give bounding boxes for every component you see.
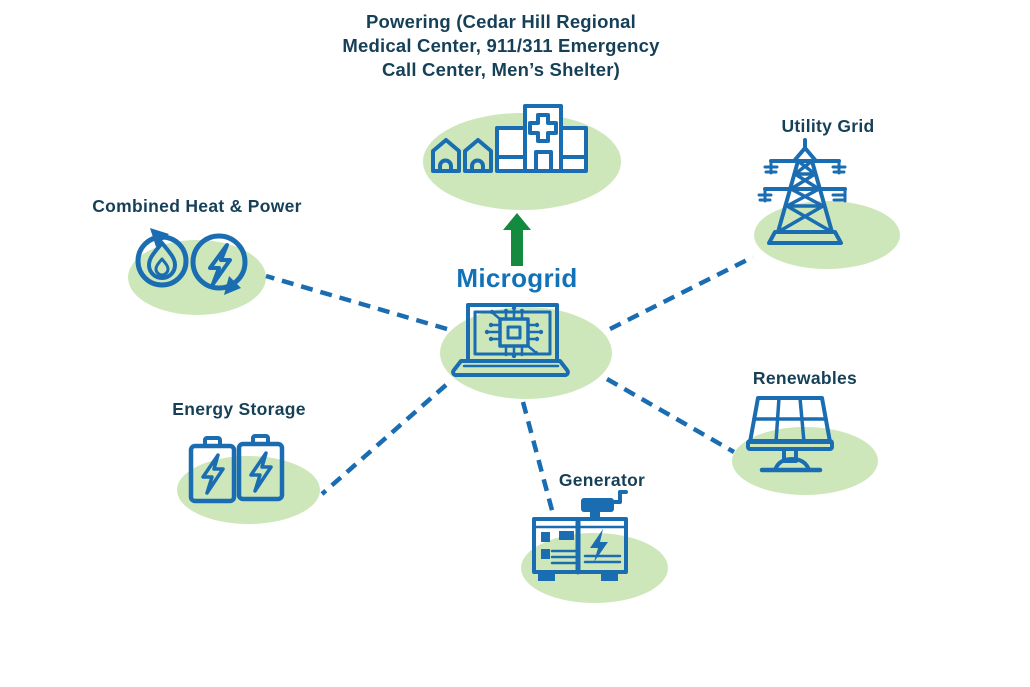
connector-utility-grid (608, 254, 755, 332)
diagram-title: Powering (Cedar Hill Regional Medical Ce… (331, 10, 671, 82)
connector-energy-storage (320, 383, 448, 496)
flame-icon (147, 241, 177, 280)
cycle-arrowhead-top (150, 228, 169, 247)
generator-label: Generator (558, 470, 646, 490)
transmission-tower-icon (757, 138, 847, 245)
heat-power-cycle-icon (135, 228, 248, 295)
title-line-3: Call Center, Men’s Shelter) (381, 59, 621, 80)
bolt-icon (208, 243, 232, 286)
chip-trace-dots (484, 305, 544, 359)
up-arrow-icon (503, 213, 531, 266)
title-line-2: Medical Center, 911/311 Emergency (342, 35, 660, 56)
chip-traces (487, 308, 541, 356)
microgrid-label: Microgrid (456, 263, 578, 293)
title-line-1: Powering (Cedar Hill Regional (366, 11, 636, 32)
connector-renewables (605, 377, 736, 454)
battery-icon (188, 434, 285, 504)
generator-icon (532, 490, 628, 581)
cycle-arrowhead-bottom (224, 276, 241, 295)
energy-storage-label: Energy Storage (172, 399, 306, 419)
renewables-label: Renewables (752, 368, 858, 388)
chp-label: Combined Heat & Power (92, 196, 302, 216)
solar-panel-icon (746, 396, 834, 473)
connector-chp (265, 273, 448, 332)
laptop-chip-icon (451, 303, 570, 378)
utility-grid-label: Utility Grid (781, 116, 875, 136)
buildings-hospital-icon (431, 104, 588, 173)
energy-storage-ellipse (177, 456, 320, 524)
